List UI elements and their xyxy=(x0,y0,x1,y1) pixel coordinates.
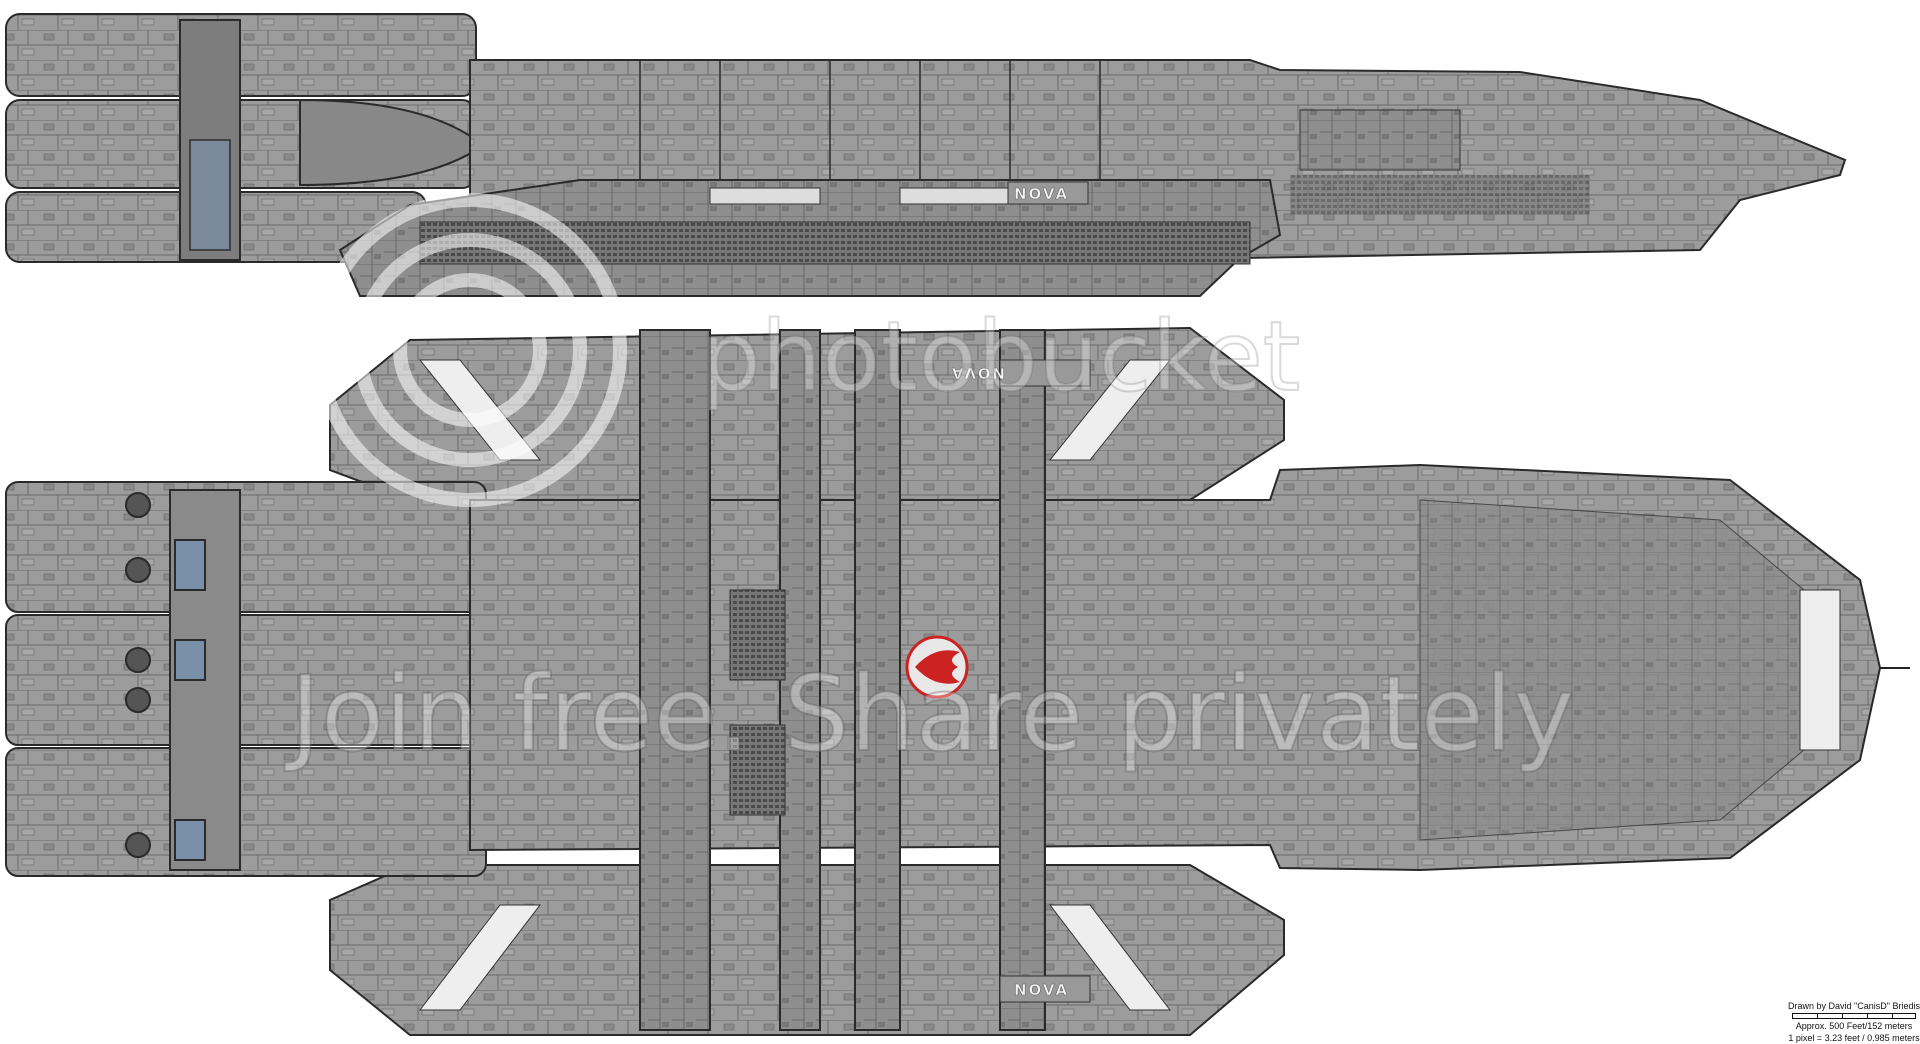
top-view: NOVA NOVA xyxy=(5,326,1910,1036)
upper-pod-nova-label: NOVA xyxy=(950,364,1005,382)
colonial-emblem-icon xyxy=(905,635,969,699)
pixel-scale: 1 pixel = 3.23 feet / 0.985 meters xyxy=(1788,1033,1920,1043)
scale-bar xyxy=(1792,1013,1916,1019)
photobucket-watermark: photobucket Join free. Share privately xyxy=(283,193,1576,776)
side-engine-block xyxy=(5,13,477,263)
svg-text:photobucket: photobucket xyxy=(700,301,1300,413)
side-nova-label: NOVA xyxy=(1014,185,1069,203)
author-credit: Drawn by David "CanisD" Briedis xyxy=(1788,1001,1920,1011)
side-view: NOVA xyxy=(5,13,1847,297)
scale-length: Approx. 500 Feet/152 meters xyxy=(1795,1021,1913,1031)
top-engine-block xyxy=(5,481,487,877)
svg-text:Join free. Share privately: Join free. Share privately xyxy=(284,653,1575,775)
lower-pod-nova-label: NOVA xyxy=(1014,981,1069,999)
credits-block: Drawn by David "CanisD" Briedis Approx. … xyxy=(1788,1000,1920,1044)
